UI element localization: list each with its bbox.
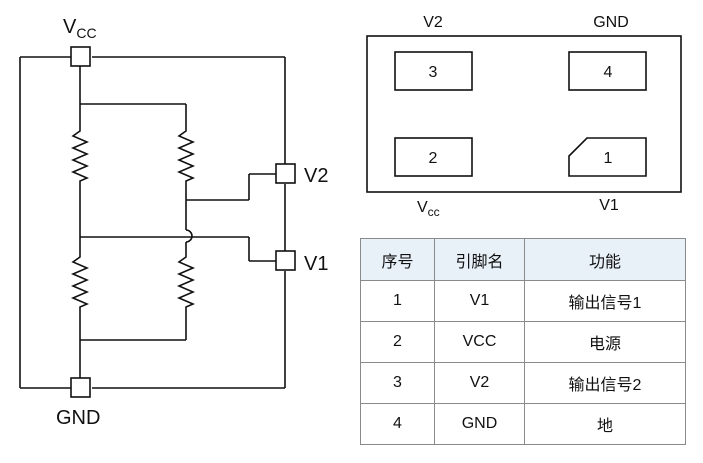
- header-index: 序号: [360, 238, 435, 281]
- cell-pin-name: VCC: [434, 321, 525, 363]
- resistor-right-top: [176, 128, 196, 184]
- header-pin-name: 引脚名: [434, 238, 525, 281]
- package-label-gnd: GND: [593, 14, 629, 31]
- pin-function-table: 序号 引脚名 功能 1 V1 输出信号1 2 VCC 电源 3 V2 输出信号2…: [360, 238, 686, 445]
- v2-label: V2: [304, 165, 328, 187]
- cell-pin-name: V1: [434, 280, 525, 322]
- cell-pin-name: V2: [434, 362, 525, 404]
- cell-function: 输出信号2: [524, 362, 686, 404]
- package-label-v2: V2: [423, 14, 443, 31]
- v1-label: V1: [304, 253, 328, 275]
- cell-function: 电源: [524, 321, 686, 363]
- gnd-label: GND: [56, 407, 100, 429]
- cell-pin-name: GND: [434, 403, 525, 445]
- cell-index: 3: [360, 362, 435, 404]
- vcc-terminal: [70, 46, 91, 67]
- gnd-terminal: [70, 377, 91, 398]
- pad-2: [394, 137, 473, 177]
- cell-index: 1: [360, 280, 435, 322]
- pad-3-number: 3: [429, 64, 438, 81]
- table-row: 2 VCC 电源: [360, 321, 686, 363]
- pad-1-number: 1: [604, 150, 613, 167]
- cell-function: 地: [524, 403, 686, 445]
- pad-4: [568, 51, 647, 91]
- v1-terminal: [275, 250, 296, 271]
- table-header-row: 序号 引脚名 功能: [360, 238, 686, 281]
- pad-3: [394, 51, 473, 91]
- package-label-v1: V1: [599, 197, 619, 214]
- package-label-vcc: Vcc: [417, 199, 440, 219]
- cell-index: 4: [360, 403, 435, 445]
- table-row: 3 V2 输出信号2: [360, 362, 686, 404]
- table-row: 1 V1 输出信号1: [360, 280, 686, 322]
- pad-2-number: 2: [429, 150, 438, 167]
- pad-4-number: 4: [604, 64, 613, 81]
- cell-index: 2: [360, 321, 435, 363]
- table-row: 4 GND 地: [360, 403, 686, 445]
- resistor-left-top: [70, 128, 90, 184]
- v2-terminal: [275, 163, 296, 184]
- pad-1: [568, 137, 647, 177]
- package-outline: [366, 35, 682, 193]
- resistor-right-bottom: [176, 254, 196, 310]
- cell-function: 输出信号1: [524, 280, 686, 322]
- header-function: 功能: [524, 238, 686, 281]
- vcc-label: VCC: [63, 16, 97, 41]
- resistor-left-bottom: [70, 254, 90, 310]
